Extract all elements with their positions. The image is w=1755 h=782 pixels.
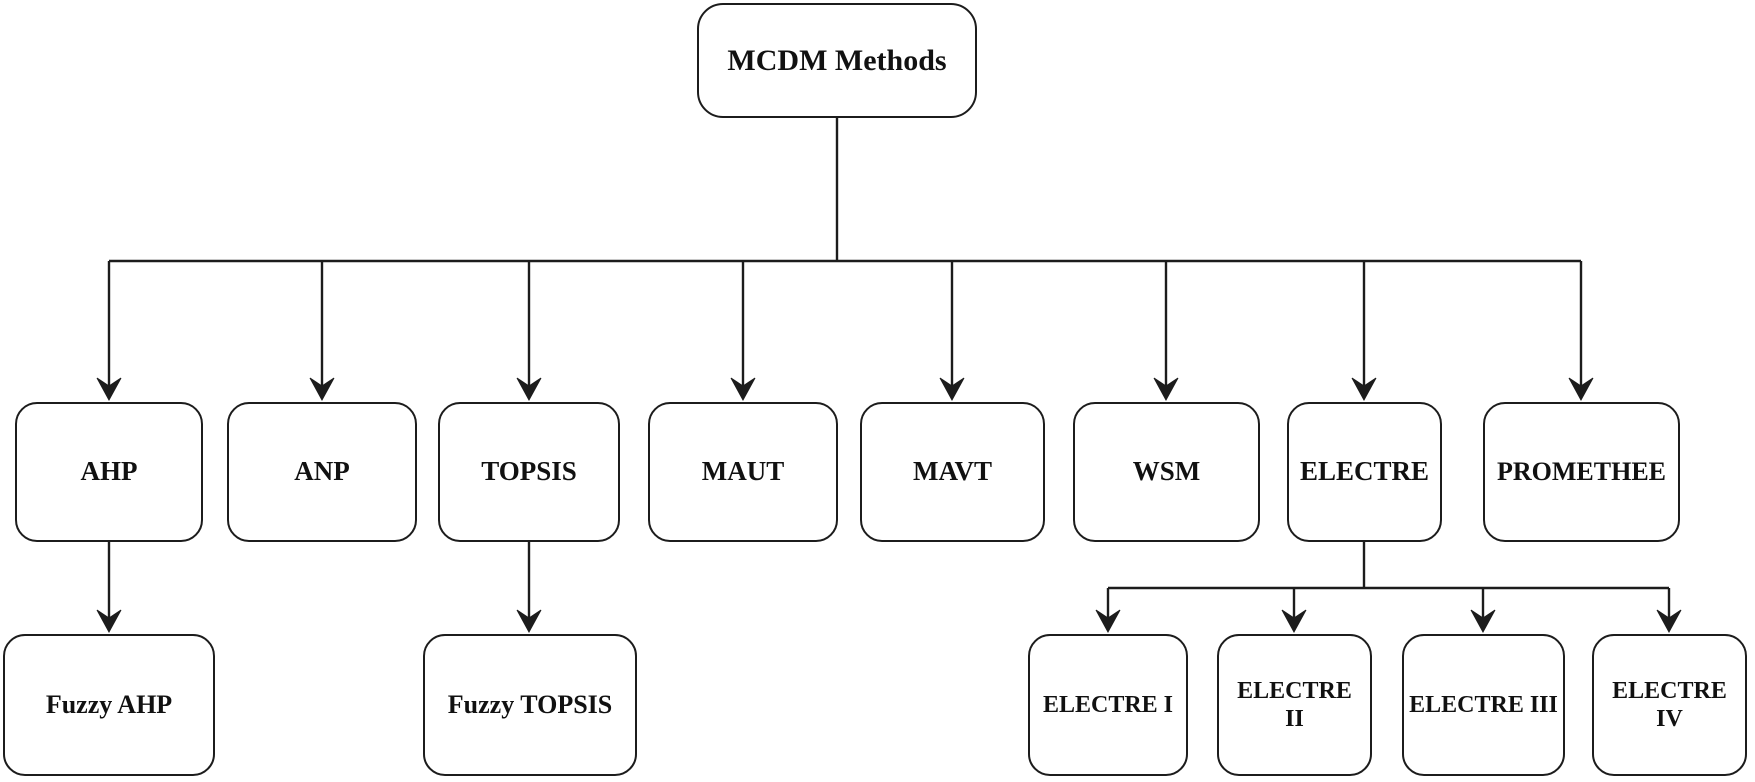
node-maut: MAUT [648, 402, 838, 542]
arrowhead-electre3 [1470, 609, 1496, 634]
node-electre-iv: ELECTRE IV [1592, 634, 1747, 776]
arrowhead-promethee [1568, 377, 1594, 402]
arrowhead-electre1 [1095, 609, 1121, 634]
edge-lines [107, 118, 1671, 618]
arrowhead-electre [1351, 377, 1377, 402]
node-anp: ANP [227, 402, 417, 542]
node-electre-ii: ELECTRE II [1217, 634, 1372, 776]
node-mcdm-methods: MCDM Methods [697, 3, 977, 118]
arrowhead-maut [730, 377, 756, 402]
node-electre-iii: ELECTRE III [1402, 634, 1565, 776]
arrowhead-wsm [1153, 377, 1179, 402]
arrowhead-electre4 [1656, 609, 1682, 634]
node-fuzzy-topsis: Fuzzy TOPSIS [423, 634, 637, 776]
arrowhead-anp [309, 377, 335, 402]
arrowhead-ahp [96, 377, 122, 402]
node-wsm: WSM [1073, 402, 1260, 542]
node-topsis: TOPSIS [438, 402, 620, 542]
arrowhead-electre2 [1281, 609, 1307, 634]
arrowhead-mavt [939, 377, 965, 402]
arrowhead-fuzzy-topsis [516, 609, 542, 634]
node-electre: ELECTRE [1287, 402, 1442, 542]
arrowhead-topsis [516, 377, 542, 402]
arrowhead-fuzzy-ahp [96, 609, 122, 634]
arrowheads [96, 377, 1682, 634]
node-mavt: MAVT [860, 402, 1045, 542]
node-ahp: AHP [15, 402, 203, 542]
node-electre-i: ELECTRE I [1028, 634, 1188, 776]
node-promethee: PROMETHEE [1483, 402, 1680, 542]
node-fuzzy-ahp: Fuzzy AHP [3, 634, 215, 776]
